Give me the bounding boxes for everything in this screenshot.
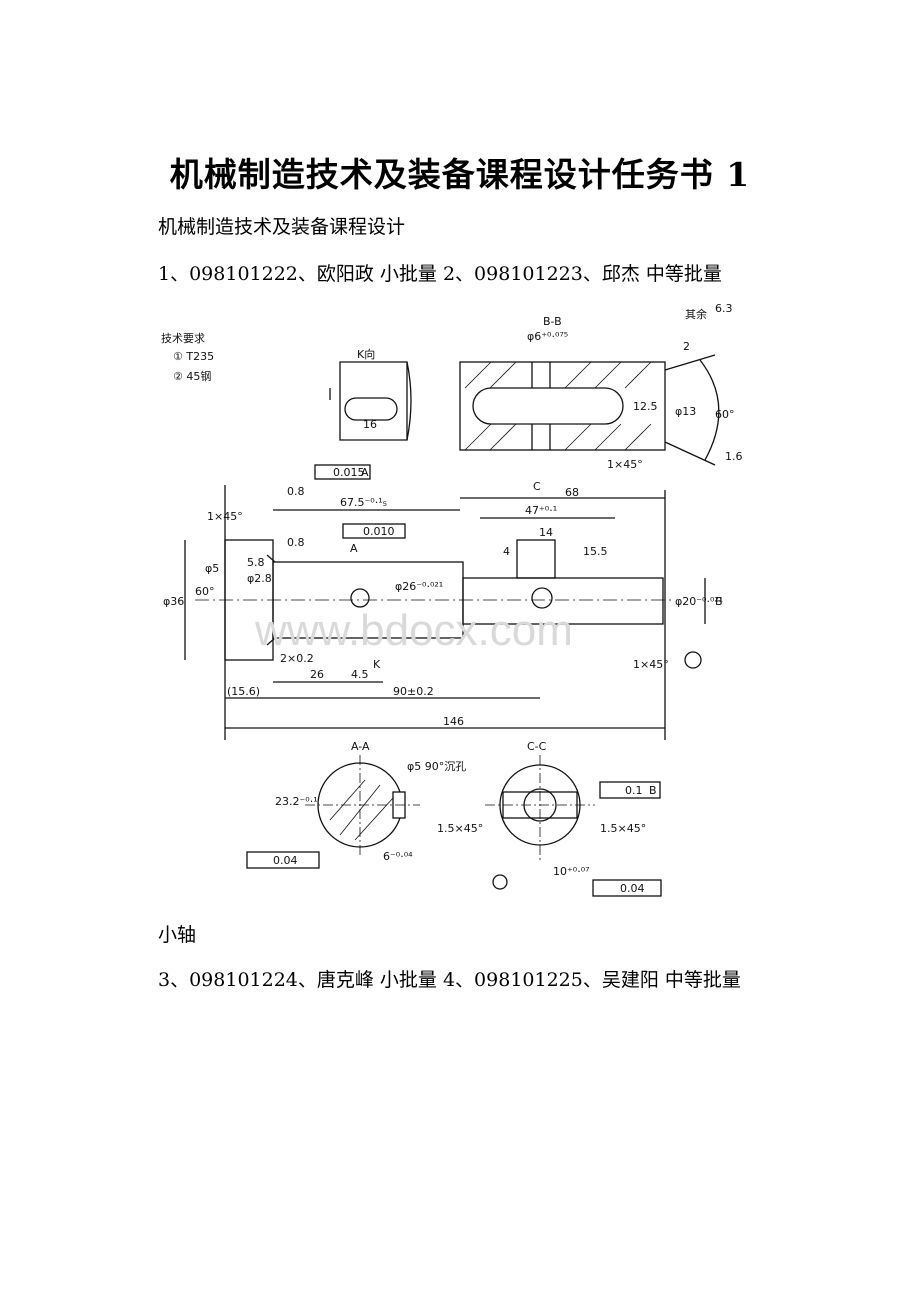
assignment-line-2: 3、098101224、唐克峰 小批量 4、098101225、吴建阳 中等批量 xyxy=(158,969,741,991)
cc-perp-tol: 0.1 xyxy=(625,784,643,797)
dim-15-6: (15.6) xyxy=(227,685,260,698)
dim-60-deg: 60° xyxy=(195,585,215,598)
runout-tol-mid: 0.010 xyxy=(363,525,395,538)
cc-sym-tol: 0.04 xyxy=(620,882,645,895)
dim-146: 146 xyxy=(443,715,464,728)
bb-chamfer: 1×45° xyxy=(607,458,643,471)
dim-phi5: φ5 xyxy=(205,562,219,575)
aa-countersink-note: φ5 90°沉孔 xyxy=(407,760,466,773)
aa-key-dim: 6⁻⁰·⁰⁴ xyxy=(383,850,413,863)
cc-chamfer-2: 1.5×45° xyxy=(600,822,646,835)
cc-section-label: C-C xyxy=(527,740,547,753)
dim-26: 26 xyxy=(310,668,324,681)
tech-req-title: 技术要求 xyxy=(161,332,205,345)
chamfer-right: 1×45° xyxy=(633,658,669,671)
k-view-dim: 16 xyxy=(363,418,377,431)
bb-angle: 60° xyxy=(715,408,735,421)
section-b-side: B xyxy=(715,595,723,608)
bb-hole-dia: φ6⁺⁰·⁰⁷⁵ xyxy=(527,330,568,343)
dim-phi20: φ20⁻⁰·⁰²¹ xyxy=(675,595,723,608)
k-view-label: K向 xyxy=(357,347,375,361)
bb-radius: 12.5 xyxy=(633,400,658,413)
dim-2x0-2: 2×0.2 xyxy=(280,652,314,665)
assignment-line-1: 1、098101222、欧阳政 小批量 2、098101223、邱杰 中等批量 xyxy=(158,263,722,285)
shaft-engineering-drawing: www.bdocx.com 技术要求 ① T235 ② 45钢 K向 16 B-… xyxy=(161,302,743,897)
document-subtitle: 机械制造技术及装备课程设计 xyxy=(158,216,406,238)
watermark: www.bdocx.com xyxy=(254,606,573,655)
document-title: 机械制造技术及装备课程设计任务书 1 xyxy=(169,155,751,194)
dim-68: 68 xyxy=(565,486,579,499)
runout-tol-top: 0.015 xyxy=(333,466,365,479)
roughness-08-a: 0.8 xyxy=(287,485,305,498)
datum-a-top: A xyxy=(361,466,369,479)
bb-small-roughness: 1.6 xyxy=(725,450,743,463)
bb-section-label: B-B xyxy=(543,315,562,328)
dim-phi2-8: φ2.8 xyxy=(247,572,272,585)
cc-datum-b: B xyxy=(649,784,657,797)
bb-dia-13: φ13 xyxy=(675,405,696,418)
aa-sym-tol: 0.04 xyxy=(273,854,298,867)
chamfer-left: 1×45° xyxy=(207,510,243,523)
cc-slot-dim: 10⁺⁰·⁰⁷ xyxy=(553,865,590,878)
dim-47: 47⁺⁰·¹ xyxy=(525,504,557,517)
bb-dim-two: 2 xyxy=(683,340,690,353)
rest-roughness-label: 其余 xyxy=(685,307,707,321)
aa-dim: 23.2⁻⁰·¹ xyxy=(275,795,318,808)
dim-4: 4 xyxy=(503,545,510,558)
dim-90: 90±0.2 xyxy=(393,685,434,698)
k-arrow-label: K xyxy=(373,658,381,671)
section-a-arrow-top: A xyxy=(350,542,358,555)
rest-roughness-value: 6.3 xyxy=(715,302,733,315)
dim-5-8: 5.8 xyxy=(247,556,265,569)
cc-chamfer-1: 1.5×45° xyxy=(437,822,483,835)
section-c-top: C xyxy=(533,480,541,493)
dim-phi36: φ36 xyxy=(163,595,184,608)
dim-14: 14 xyxy=(539,526,553,539)
dim-67-5: 67.5⁻⁰·¹₅ xyxy=(340,496,387,509)
tech-req-1: ① T235 xyxy=(173,350,214,363)
dim-phi26: φ26⁻⁰·⁰²¹ xyxy=(395,580,443,593)
roughness-08-b: 0.8 xyxy=(287,536,305,549)
dim-15-5: 15.5 xyxy=(583,545,608,558)
aa-section-label: A-A xyxy=(351,740,370,753)
tech-req-2: ② 45钢 xyxy=(173,370,211,383)
drawing-caption: 小轴 xyxy=(158,924,197,946)
dim-4-5: 4.5 xyxy=(351,668,369,681)
